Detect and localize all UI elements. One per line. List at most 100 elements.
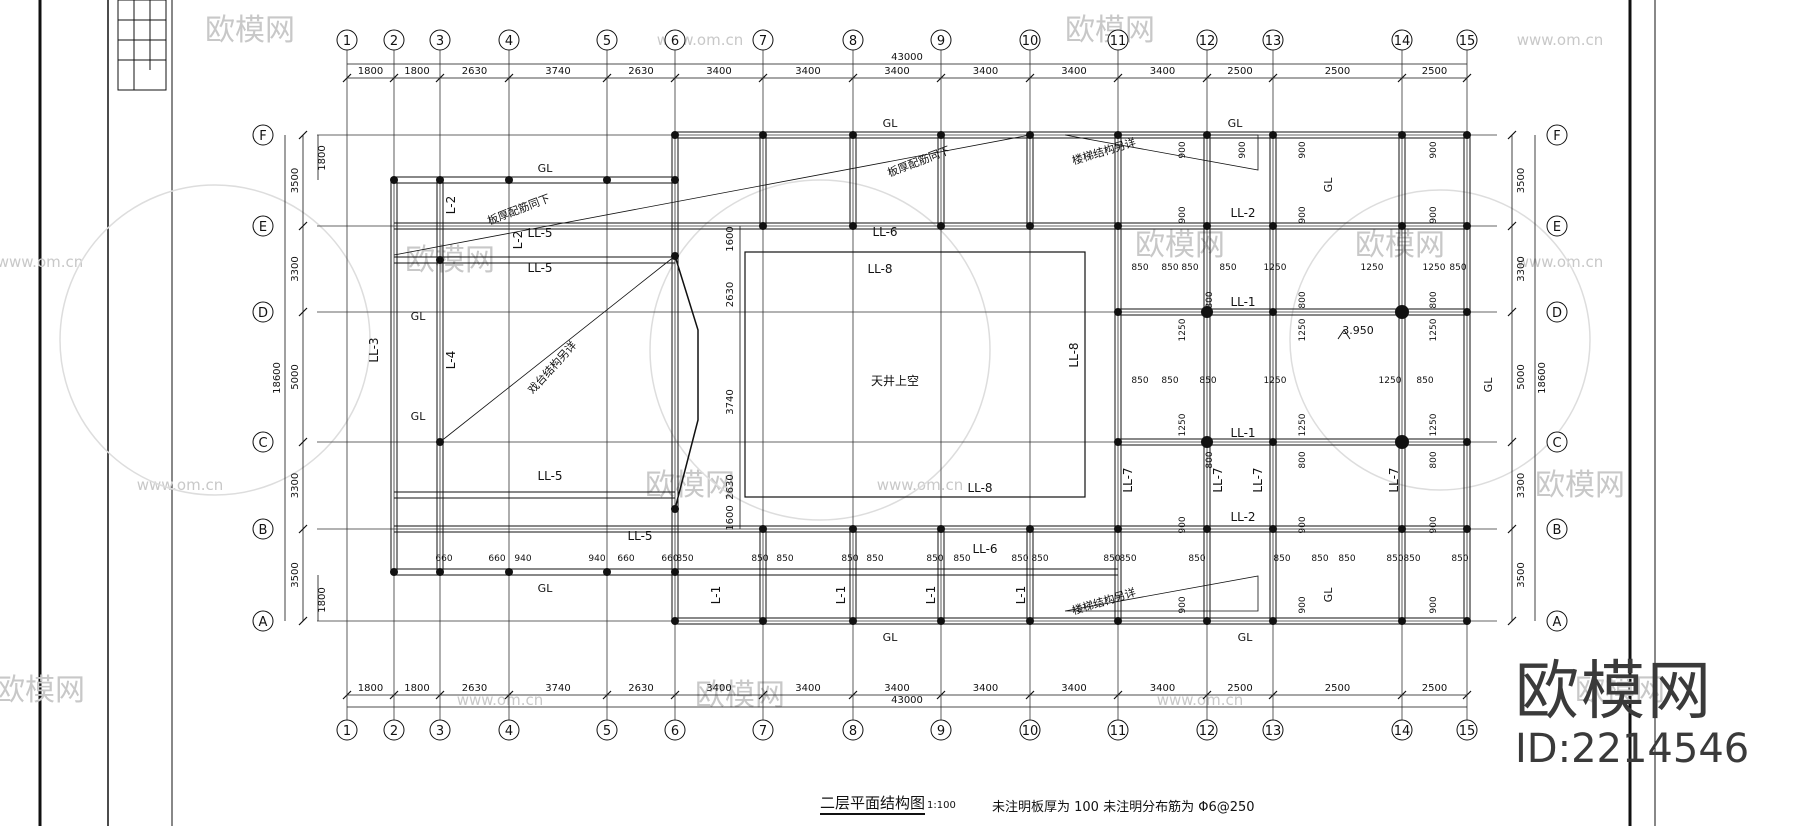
column-node	[390, 176, 398, 184]
axis-bubble-label: B	[1553, 523, 1562, 538]
watermark-logo: 欧模网	[645, 468, 735, 503]
dimension-text: 1800	[404, 66, 429, 77]
column-node	[1398, 617, 1406, 625]
dimension-text: 2630	[462, 683, 487, 694]
axis-bubble-label: 10	[1022, 34, 1039, 49]
beam-label-gl: GL	[1238, 631, 1254, 644]
beam-label-l1: L-1	[834, 586, 848, 604]
column-node	[390, 568, 398, 576]
dimension-text: 3400	[795, 66, 820, 77]
rebar-dim: 850	[1219, 263, 1236, 273]
rebar-dim: 850	[1131, 376, 1148, 386]
beam-label-l4: L-4	[444, 351, 458, 369]
axis-bubble-label: 6	[671, 724, 679, 739]
column-node	[1269, 617, 1277, 625]
column-node	[671, 252, 679, 260]
rebar-dim: 850	[1188, 554, 1205, 564]
rebar-dim: 940	[514, 554, 531, 564]
beam-label-ll5: LL-5	[527, 226, 552, 240]
axis-bubble	[1546, 610, 1568, 632]
beam-label-ll5: LL-5	[627, 529, 652, 543]
rebar-dim: 850	[1119, 554, 1136, 564]
column-node	[1026, 222, 1034, 230]
axis-bubble-label: 4	[505, 34, 513, 49]
rebar-dim: 1250	[1264, 263, 1287, 273]
drawing-title: 二层平面结构图	[820, 794, 926, 815]
column-node	[759, 525, 767, 533]
dimension-text: 5000	[290, 364, 301, 389]
atrium-label: 天井上空	[871, 374, 919, 388]
column-node	[1398, 222, 1406, 230]
stair-note: 楼梯结构另详	[1070, 135, 1137, 168]
column-node	[1203, 131, 1211, 139]
column-node	[1114, 525, 1122, 533]
dimension-text: 3500	[290, 562, 301, 587]
rebar-dim: 800	[1298, 291, 1308, 308]
dimension-text: 3400	[884, 66, 909, 77]
rebar-dim: 850	[866, 554, 883, 564]
slab-diagonal	[393, 134, 1031, 256]
dimension-text: 3740	[545, 683, 570, 694]
elevation-triangle	[1337, 329, 1351, 340]
stage-diagonal	[439, 255, 676, 443]
axis-bubble-label: C	[1552, 436, 1561, 451]
beam-label-gl: GL	[411, 410, 427, 423]
rebar-dim: 850	[953, 554, 970, 564]
atrium-opening	[744, 251, 1086, 498]
dimension-text: 1800	[404, 683, 429, 694]
rebar-dim: 850	[1199, 376, 1216, 386]
column-node	[1269, 525, 1277, 533]
watermark-logo: 欧模网	[1575, 673, 1665, 708]
rebar-dim: 850	[841, 554, 858, 564]
column-node	[1203, 525, 1211, 533]
column-node	[849, 222, 857, 230]
watermark-logo: 欧模网	[1535, 468, 1625, 503]
dimension-tick	[1507, 524, 1517, 534]
axis-bubble-label: 7	[759, 34, 767, 49]
beam-label-l1: L-1	[924, 586, 938, 604]
axis-bubble-label: 4	[505, 724, 513, 739]
watermark-url: www.om.cn	[1517, 253, 1604, 271]
slab-note: 板厚配筋同下	[485, 191, 552, 228]
watermark-ring	[649, 179, 991, 521]
column-node	[436, 176, 444, 184]
dimension-total: 43000	[891, 695, 923, 706]
beam-label-ll8: LL-8	[1067, 342, 1081, 367]
dimension-text: 3300	[1516, 473, 1527, 498]
column-node-large	[1201, 306, 1213, 318]
axis-bubble-label: 15	[1459, 724, 1476, 739]
rebar-dim: 800	[1429, 291, 1439, 308]
axis-bubble-label: 12	[1199, 34, 1216, 49]
column-node	[1463, 617, 1471, 625]
dimension-tick	[298, 307, 308, 317]
axis-bubble-label: 2	[390, 724, 398, 739]
column-node	[1203, 617, 1211, 625]
dimension-tick	[298, 437, 308, 447]
stair-diagonal	[1064, 575, 1259, 612]
beam-label-gl: GL	[1228, 117, 1244, 130]
dimension-text: 1800	[317, 587, 328, 612]
rebar-dim: 850	[1031, 554, 1048, 564]
beam-label-gl: GL	[538, 162, 554, 175]
beam-label-l2: L-2	[511, 231, 525, 249]
watermark-url: www.om.cn	[877, 476, 964, 494]
dimension-text: 2630	[628, 683, 653, 694]
curved-edge	[674, 255, 699, 510]
column-node	[849, 131, 857, 139]
dimension-text: 3400	[706, 66, 731, 77]
beam-label-ll6: LL-6	[972, 542, 997, 556]
column-node	[603, 176, 611, 184]
watermark-ring	[59, 184, 371, 496]
beam-label-ll5: LL-5	[527, 261, 552, 275]
slab-note: 板厚配筋同下	[885, 143, 952, 180]
axis-bubble-layer: 1122334455667788991010111112121313141415…	[252, 29, 1568, 741]
axis-bubble-label: 1	[343, 724, 351, 739]
column-node	[937, 131, 945, 139]
axis-bubble-label: C	[258, 436, 267, 451]
dimension-text: 3400	[706, 683, 731, 694]
rebar-dim: 900	[1298, 206, 1308, 223]
dimension-text: 2630	[725, 474, 736, 499]
axis-bubble	[1546, 518, 1568, 540]
watermark-url: www.om.cn	[1517, 31, 1604, 49]
